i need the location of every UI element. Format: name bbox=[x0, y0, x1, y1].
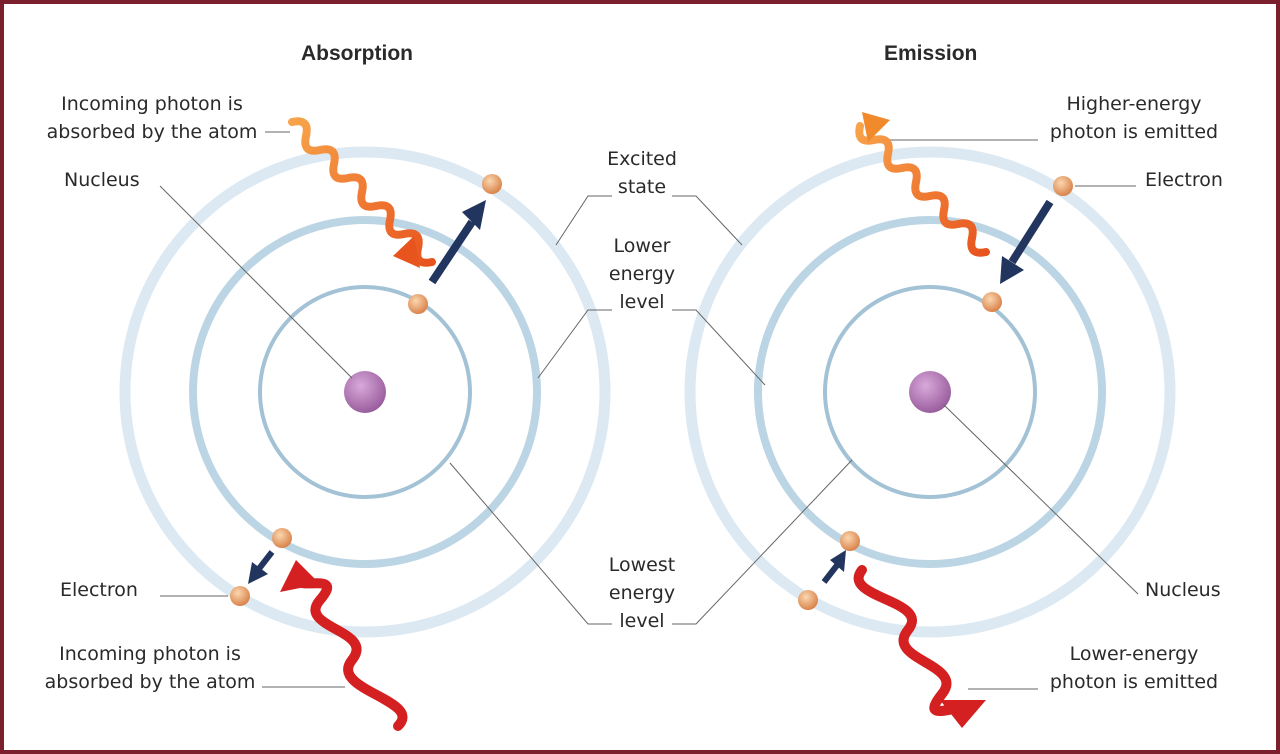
label-lowest-energy-level: Lowest energy level bbox=[608, 554, 676, 632]
leader-lowest-left bbox=[449, 462, 612, 625]
electron-arrow-small-left bbox=[248, 550, 275, 584]
atom-emission bbox=[684, 146, 1176, 638]
electron-arrow-down-right bbox=[1000, 199, 1054, 284]
label-nucleus-right: Nucleus bbox=[1145, 579, 1221, 601]
atom-absorption bbox=[119, 146, 611, 638]
label-electron-right: Electron bbox=[1145, 169, 1223, 191]
label-incoming-photon-top: Incoming photon is absorbed by the atom bbox=[46, 93, 258, 143]
electron-right-lowest-2 bbox=[798, 590, 818, 610]
electron-arrow-up-left bbox=[428, 200, 486, 285]
emitted-photon-high bbox=[855, 112, 990, 257]
emitted-photon-low bbox=[853, 565, 986, 728]
electron-arrow-small-right bbox=[821, 550, 846, 584]
electron-right-lowest-1 bbox=[840, 531, 860, 551]
leader-lowest-right bbox=[672, 459, 853, 625]
leader-nucleus-left bbox=[159, 185, 353, 379]
excited-state-orbit-left bbox=[119, 146, 611, 638]
leader-excited-right bbox=[672, 195, 743, 246]
nucleus-left bbox=[344, 371, 386, 413]
electron-left-lower bbox=[408, 294, 428, 314]
electron-right-lower bbox=[982, 292, 1002, 312]
electron-right-excited bbox=[1053, 176, 1073, 196]
title-emission: Emission bbox=[884, 42, 978, 65]
leader-lower-left bbox=[537, 309, 612, 379]
label-lower-energy-photon: Lower-energy photon is emitted bbox=[1049, 643, 1219, 693]
label-excited-state: Excited state bbox=[607, 148, 677, 198]
leader-lines bbox=[159, 131, 1139, 690]
incoming-photon-high bbox=[288, 117, 436, 268]
electron-left-excited bbox=[482, 174, 502, 194]
electron-left-lowest-1 bbox=[272, 528, 292, 548]
lowest-energy-orbit-left bbox=[258, 285, 472, 499]
nucleus-right bbox=[909, 371, 951, 413]
label-nucleus-left: Nucleus bbox=[64, 169, 140, 191]
leader-excited-left bbox=[555, 195, 612, 246]
leader-nucleus-right bbox=[943, 404, 1139, 595]
lowest-energy-orbit-right bbox=[823, 285, 1037, 499]
excited-state-orbit-right bbox=[684, 146, 1176, 638]
lower-energy-orbit-left bbox=[189, 216, 541, 568]
electrons bbox=[230, 174, 1073, 610]
incoming-photon-low bbox=[280, 560, 408, 731]
label-incoming-photon-bottom: Incoming photon is absorbed by the atom bbox=[44, 643, 256, 693]
label-higher-energy-photon: Higher-energy photon is emitted bbox=[1049, 93, 1219, 143]
electron-left-lowest-2 bbox=[230, 586, 250, 606]
title-absorption: Absorption bbox=[301, 42, 413, 65]
label-lower-energy-level: Lower energy level bbox=[608, 235, 676, 313]
lower-energy-orbit-right bbox=[754, 216, 1106, 568]
label-electron-left: Electron bbox=[60, 579, 138, 601]
leader-lower-right bbox=[672, 309, 766, 386]
